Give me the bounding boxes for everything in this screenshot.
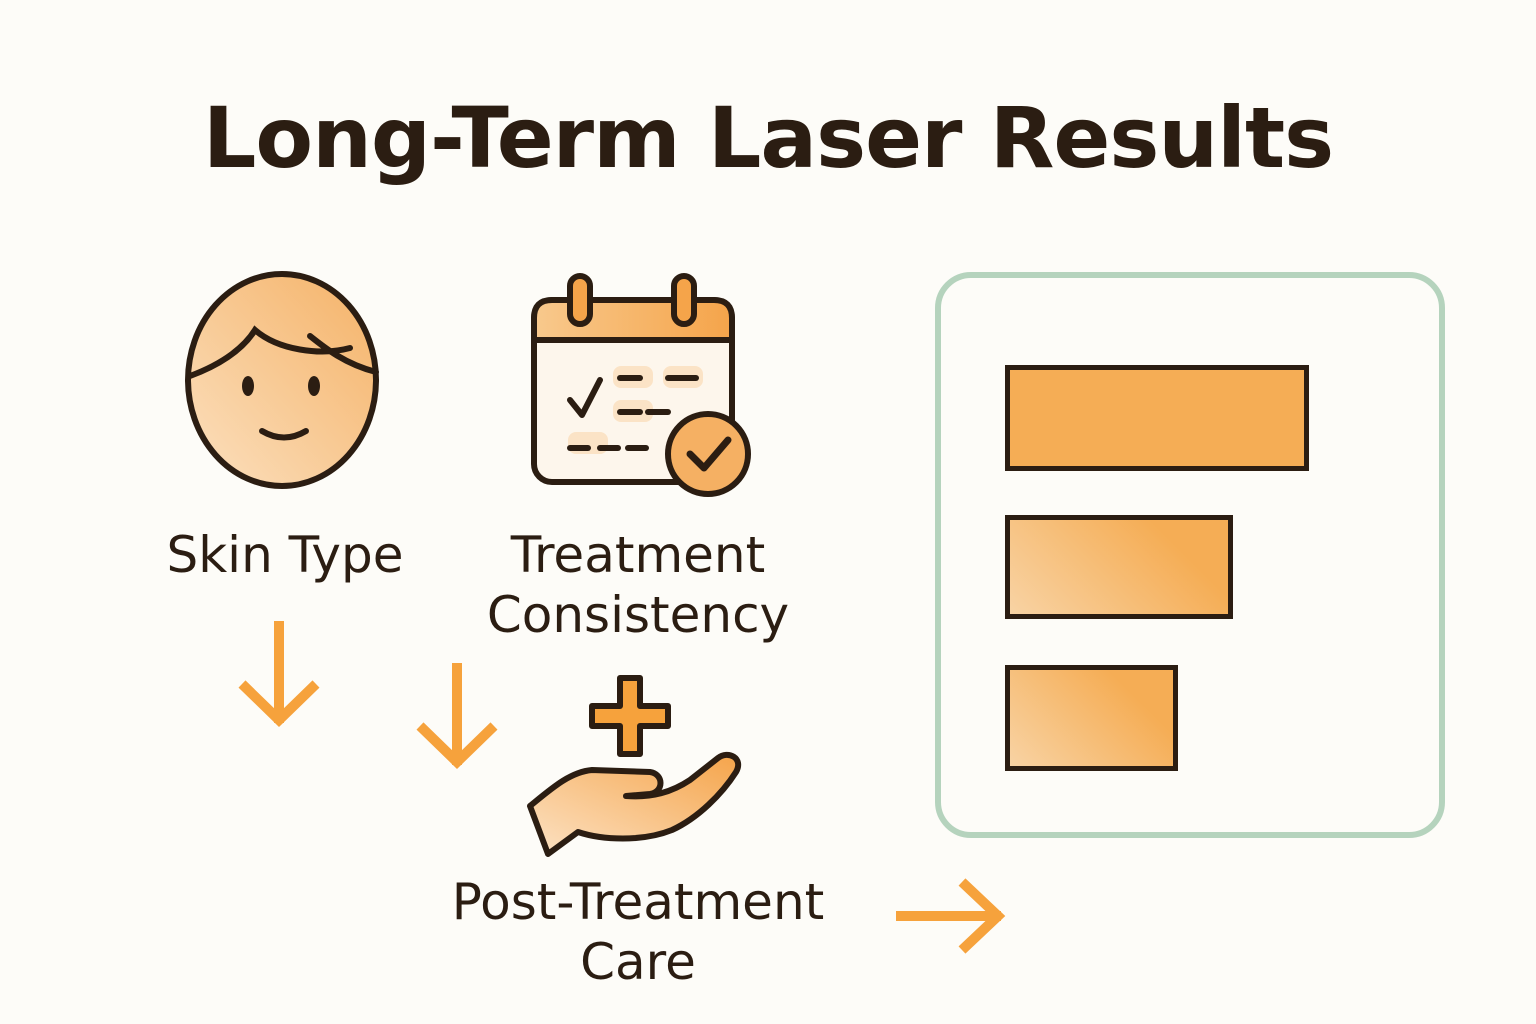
face-icon (185, 271, 379, 489)
label-post-treatment-care: Post-Treatment Care (430, 872, 846, 992)
result-bar (1005, 365, 1309, 471)
down-arrow-icon (416, 663, 498, 769)
hand-plus-icon (527, 675, 741, 857)
label-treatment-line-2: Consistency (486, 586, 790, 644)
result-bar (1005, 665, 1178, 771)
page-title: Long-Term Laser Results (202, 89, 1334, 187)
down-arrow-icon (238, 621, 320, 727)
label-post-line-2: Care (580, 933, 696, 991)
label-post-line-1: Post-Treatment (451, 873, 825, 931)
label-treatment-consistency: Treatment Consistency (468, 525, 808, 645)
results-panel (935, 272, 1445, 838)
result-bar (1005, 515, 1233, 619)
right-arrow-icon (896, 878, 1006, 954)
label-treatment-line-1: Treatment (510, 526, 766, 584)
calendar-check-icon (531, 273, 751, 497)
label-skin-type: Skin Type (166, 526, 404, 584)
